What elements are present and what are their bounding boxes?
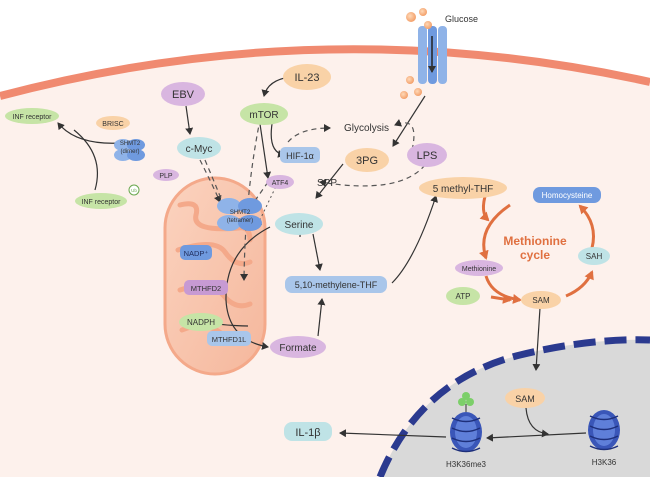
- node-serine-label: Serine: [285, 220, 314, 231]
- h3k36-label: H3K36: [592, 458, 617, 467]
- ubiquitin-label: Ub: [131, 188, 137, 193]
- node-il23-label: IL-23: [294, 72, 319, 84]
- node-formate: Formate: [270, 336, 326, 358]
- node-3pg-label: 3PG: [356, 155, 378, 167]
- nucleus: [380, 339, 650, 477]
- spp-label: SPP: [317, 178, 337, 189]
- methionine-cycle-title: Methionine: [503, 234, 567, 248]
- glucose-label: Glucose: [445, 14, 478, 24]
- shmt2-tetramer-sublabel: (tetramer): [227, 218, 253, 224]
- shmt2-dimer-sublabel: (dimer): [121, 149, 140, 155]
- inf-receptor-bottom-label: INF receptor: [82, 199, 122, 206]
- node-mthfd2-label: MTHFD2: [191, 284, 221, 293]
- node-brisc: BRISC: [96, 116, 130, 130]
- node-mtor: mTOR: [240, 103, 288, 125]
- node-mthfd1l-label: MTHFD1L: [212, 335, 247, 344]
- node-atf4-label: ATF4: [272, 180, 289, 187]
- node-5-methyl-thf-label: 5 methyl-THF: [433, 184, 494, 195]
- h3k36me3-label: H3K36me3: [446, 460, 487, 469]
- node-mthfd1l: MTHFD1L: [207, 331, 251, 346]
- inf-receptor-top-label: INF receptor: [13, 114, 53, 121]
- glycolysis-label: Glycolysis: [344, 123, 389, 134]
- node-shmt2-dimer: SHMT2 (dimer): [114, 139, 145, 161]
- node-3pg: 3PG: [345, 148, 389, 172]
- node-5-methyl-thf: 5 methyl-THF: [419, 177, 507, 199]
- node-sam-nucleus: SAM: [505, 388, 545, 408]
- node-sah: SAH: [578, 247, 610, 265]
- node-mthfd2: MTHFD2: [184, 280, 228, 295]
- node-il1b: IL-1β: [284, 422, 332, 441]
- node-methionine: Methionine: [455, 260, 503, 276]
- node-sam-cycle: SAM: [521, 291, 561, 309]
- node-lps-label: LPS: [417, 150, 438, 162]
- ubiquitin-tag: Ub: [128, 184, 140, 196]
- node-atf4: ATF4: [266, 175, 294, 189]
- node-cmyc: c-Myc: [177, 137, 221, 159]
- node-plp-label: PLP: [159, 173, 173, 180]
- node-cmyc-label: c-Myc: [186, 144, 213, 155]
- nuclear-envelope: [376, 336, 650, 477]
- methionine-cycle-subtitle: cycle: [520, 248, 550, 262]
- node-sam-nucleus-label: SAM: [515, 394, 535, 404]
- node-atp-label: ATP: [456, 292, 471, 301]
- node-plp: PLP: [153, 169, 179, 181]
- node-shmt2-tetramer: SHMT2 (tetramer): [217, 198, 262, 231]
- node-lps: LPS: [407, 143, 447, 167]
- node-5-10-methylene-thf-label: 5,10-methylene-THF: [295, 280, 378, 290]
- glucose-molecules: [400, 8, 432, 99]
- node-hif1a-label: HIF-1α: [286, 151, 314, 161]
- methionine-cycle-arrows: [479, 203, 595, 304]
- node-nadp-label: NADP⁺: [184, 249, 209, 258]
- cell-membrane: [0, 45, 650, 100]
- glucose-transporter: [418, 26, 447, 84]
- node-ebv: EBV: [161, 82, 205, 106]
- node-brisc-label: BRISC: [102, 121, 123, 128]
- node-il23: IL-23: [283, 64, 331, 90]
- node-nadp: NADP⁺: [180, 245, 212, 260]
- node-sam-cycle-label: SAM: [532, 296, 550, 305]
- node-sah-label: SAH: [586, 252, 603, 261]
- node-methionine-label: Methionine: [462, 266, 496, 273]
- node-ebv-label: EBV: [172, 89, 195, 101]
- node-homocysteine: Homocysteine: [533, 187, 601, 203]
- node-5-10-methylene-thf: 5,10-methylene-THF: [285, 276, 387, 293]
- nucleosome-h3k36me3: [450, 392, 482, 453]
- shmt2-dimer-label: SHMT2: [120, 141, 141, 147]
- node-homocysteine-label: Homocysteine: [542, 191, 593, 200]
- nucleosome-h3k36: [588, 410, 620, 451]
- node-nadph-label: NADPH: [187, 318, 215, 327]
- node-inf-receptor-top: INF receptor: [5, 108, 59, 124]
- node-serine: Serine: [275, 213, 323, 235]
- node-inf-receptor-bottom: INF receptor: [75, 193, 127, 209]
- node-hif1a: HIF-1α: [280, 147, 320, 163]
- dashed-arrows: [199, 109, 426, 281]
- shmt2-tetramer-label: SHMT2: [230, 210, 251, 216]
- node-atp: ATP: [446, 287, 480, 305]
- node-il1b-label: IL-1β: [295, 427, 320, 439]
- node-mtor-label: mTOR: [249, 110, 278, 121]
- node-formate-label: Formate: [279, 343, 317, 354]
- node-nadph: NADPH: [179, 313, 223, 331]
